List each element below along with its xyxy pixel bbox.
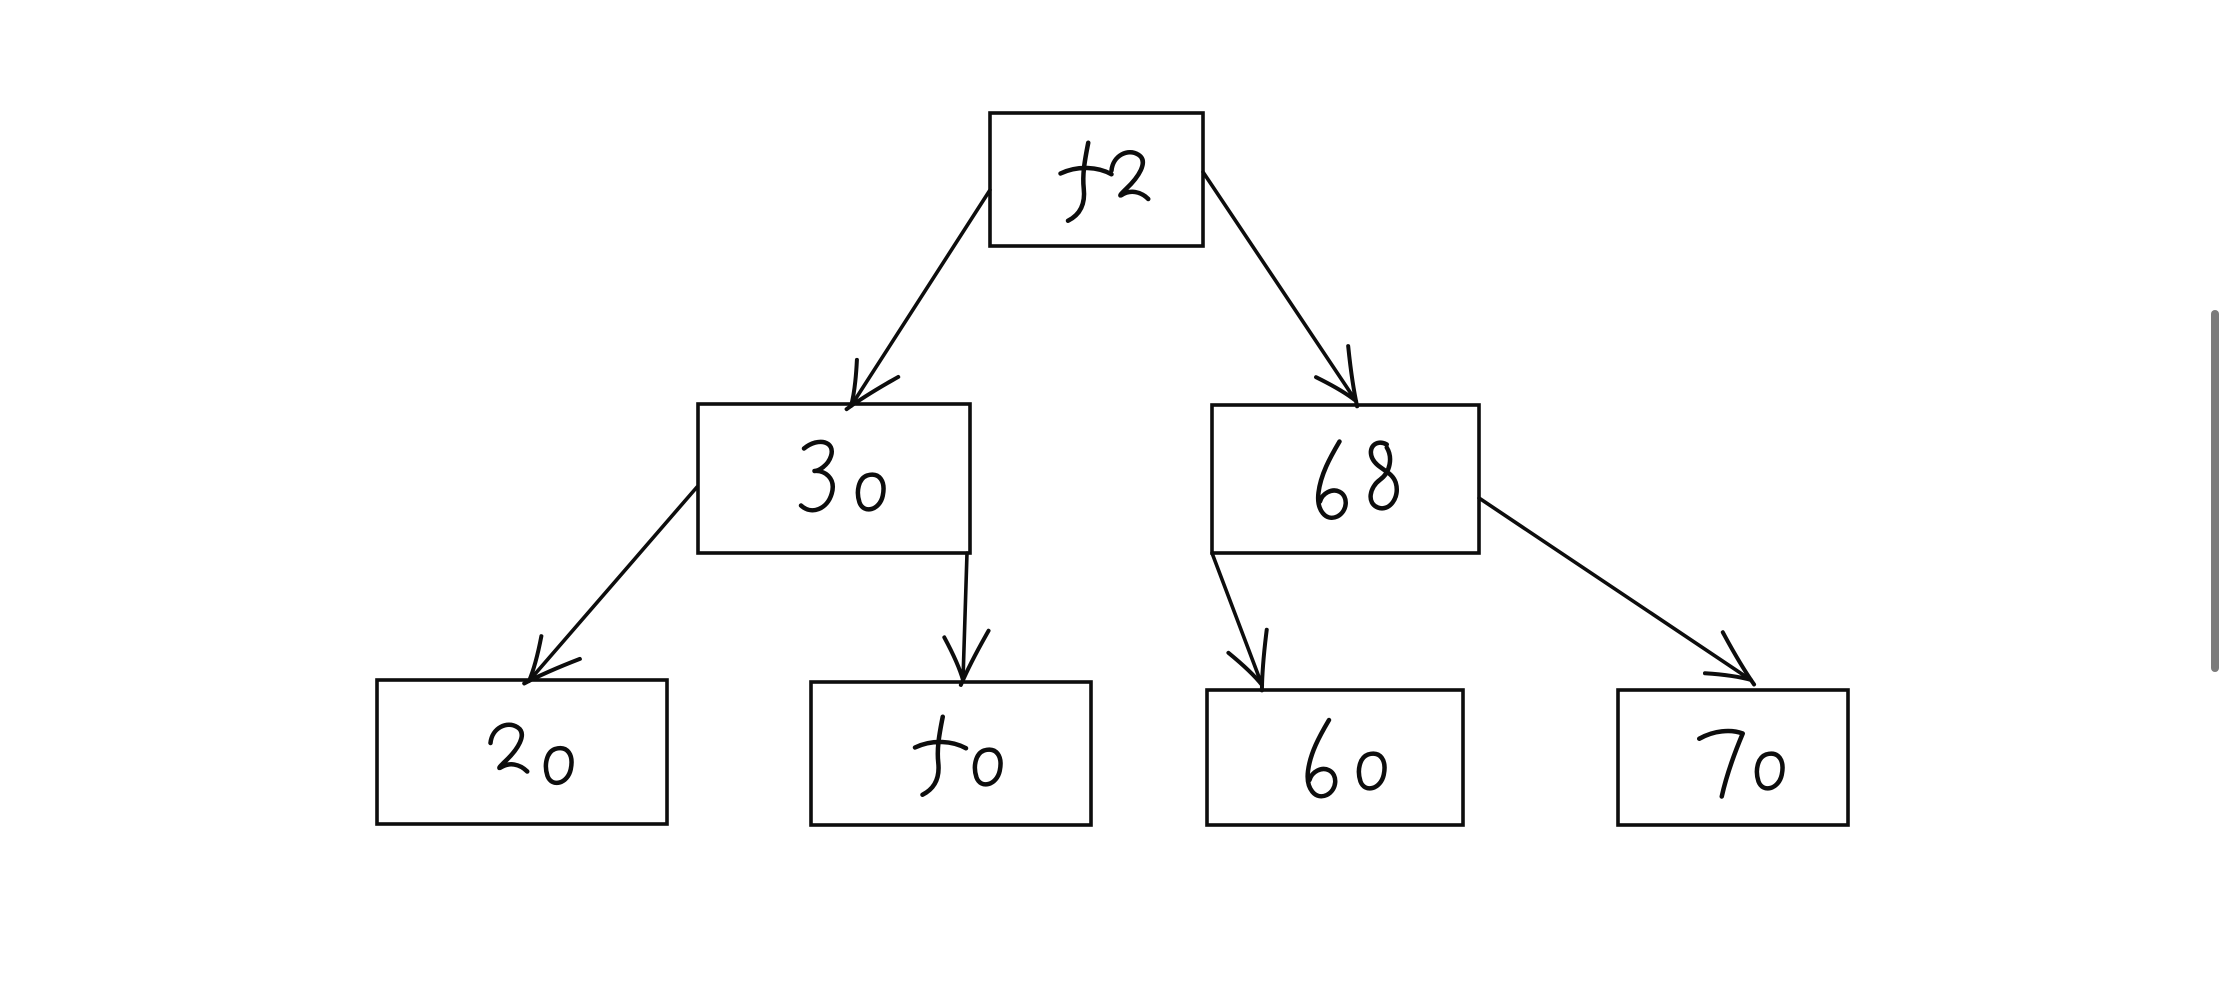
edge-68-60 bbox=[1210, 551, 1269, 693]
node-50-digit-5 bbox=[912, 714, 969, 797]
node-52-digit-2 bbox=[1109, 150, 1151, 202]
node-60-digit-0 bbox=[1356, 751, 1387, 791]
edge-30-50 bbox=[942, 551, 991, 687]
node-50-digit-0 bbox=[972, 747, 1003, 787]
edge-68-70 bbox=[1477, 496, 1757, 687]
tree-node-30 bbox=[696, 402, 972, 555]
node-52-digit-5 bbox=[1058, 140, 1114, 223]
node-20-digit-2 bbox=[488, 722, 530, 774]
node-70-digit-0 bbox=[1754, 751, 1785, 791]
tree-node-50 bbox=[809, 680, 1093, 827]
node-68-digit-8 bbox=[1368, 440, 1399, 511]
node-20-digit-0 bbox=[543, 745, 574, 786]
tree-node-60 bbox=[1205, 688, 1465, 827]
edge-52-30 bbox=[844, 188, 992, 412]
node-30-digit-3 bbox=[798, 439, 835, 513]
node-68-digit-6 bbox=[1315, 439, 1348, 520]
vertical-scrollbar-thumb[interactable] bbox=[2211, 310, 2219, 672]
tree-node-68 bbox=[1210, 403, 1481, 555]
tree-node-70 bbox=[1616, 688, 1850, 827]
tree-node-20 bbox=[375, 678, 669, 826]
node-60-digit-6 bbox=[1305, 717, 1338, 799]
edge-52-68 bbox=[1201, 170, 1360, 409]
edge-30-20 bbox=[522, 485, 699, 686]
node-70-digit-7 bbox=[1697, 728, 1745, 799]
node-30-digit-0 bbox=[855, 472, 886, 512]
tree-node-52 bbox=[988, 111, 1205, 248]
